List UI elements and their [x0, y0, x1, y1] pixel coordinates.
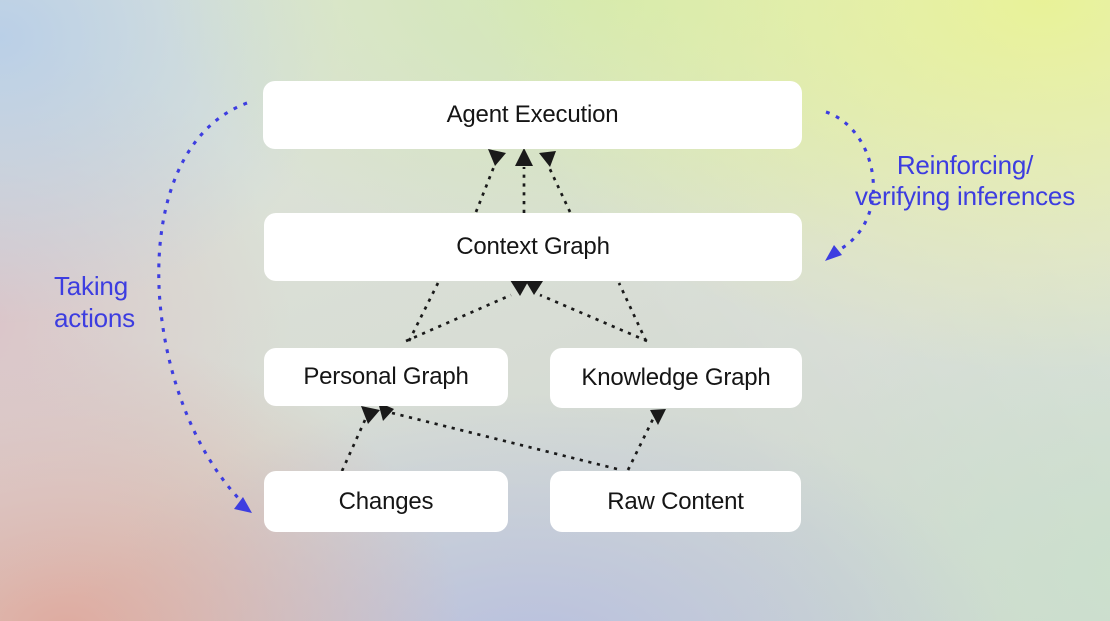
node-knowledge-graph: Knowledge Graph [550, 348, 802, 408]
node-changes-label: Changes [338, 487, 434, 515]
node-personal-graph-label: Personal Graph [303, 363, 469, 390]
link-personal-context-steep-line [407, 282, 440, 342]
arrowhead-reinforcing [825, 245, 842, 261]
node-context-graph: Context Graph [264, 213, 802, 281]
arrow-raw-to-personal-line [391, 411, 618, 471]
arrow-changes-to-personal-line [340, 419, 367, 472]
arrow-context-to-agent-left-line [474, 163, 497, 213]
node-raw-content: Raw Content [550, 471, 801, 532]
link-knowledge-context-steep-line [617, 282, 648, 342]
arrow-reinforcing-curve [825, 110, 875, 255]
node-context-graph-label: Context Graph [456, 233, 610, 260]
node-agent-execution: Agent Execution [263, 81, 802, 149]
annotation-taking-actions-line2: actions [54, 303, 135, 333]
annotation-reinforcing: Reinforcing/ verifying inferences [834, 150, 1096, 212]
node-changes: Changes [264, 471, 508, 532]
node-agent-execution-label: Agent Execution [446, 101, 619, 128]
arrow-raw-to-knowledge-line [626, 418, 655, 471]
annotation-reinforcing-line1: Reinforcing/ [896, 150, 1034, 180]
node-knowledge-graph-label: Knowledge Graph [581, 364, 771, 391]
annotation-taking-actions: Taking actions [54, 270, 135, 334]
arrowhead-raw-to-personal [378, 402, 394, 421]
annotation-taking-actions-line1: Taking [54, 271, 128, 301]
arrowhead-context-to-agent-right [539, 151, 556, 167]
node-personal-graph: Personal Graph [264, 348, 508, 406]
arrow-taking-actions-curve [157, 101, 248, 506]
arrowhead-context-to-agent-left [488, 149, 506, 166]
arrowhead-context-to-agent-mid [515, 148, 533, 166]
node-raw-content-label: Raw Content [607, 487, 744, 515]
arrowhead-knowledge-to-context [525, 280, 543, 295]
arrowhead-personal-to-context [510, 280, 529, 296]
arrow-personal-to-context-line [405, 293, 512, 343]
annotation-reinforcing-line2: verifying inferences [855, 181, 1075, 211]
arrowhead-taking-actions [234, 497, 252, 513]
arrowhead-changes-to-personal [361, 406, 380, 424]
arrowhead-raw-to-knowledge [650, 409, 666, 425]
arrow-context-to-agent-right-line [546, 164, 572, 213]
arrow-knowledge-to-context-line [539, 293, 648, 343]
